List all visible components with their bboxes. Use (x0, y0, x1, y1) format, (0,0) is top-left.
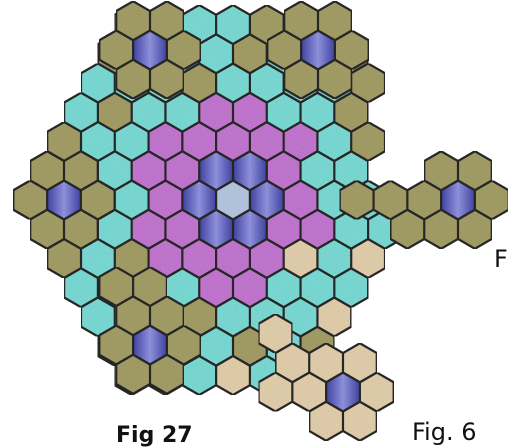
hex-tile-olive (458, 151, 492, 190)
hex-tile-olive (30, 210, 64, 249)
hex-tile-olive (150, 355, 184, 394)
hex-tile-olive (116, 60, 150, 99)
hex-tile-olive (318, 1, 352, 40)
hex-tile-olive (390, 210, 424, 249)
hex-tile-olive (351, 64, 385, 103)
hex-tile-olive (318, 60, 352, 99)
figure-27-label: Fig 27 (116, 423, 193, 448)
hex-tile-olive (116, 355, 150, 394)
hex-tile-sand (343, 343, 377, 382)
hex-tile-olive (150, 60, 184, 99)
hex-tile-sand (216, 356, 250, 395)
hex-tile-olive (150, 1, 184, 40)
hex-tile-olive (64, 151, 98, 190)
hex-tile-sand (309, 402, 343, 441)
hex-tile-olive (284, 60, 318, 99)
partial-figure-label: F (494, 245, 508, 273)
hex-tile-sand (259, 314, 293, 353)
hex-tile-cyan (216, 5, 250, 44)
hex-tile-sand (259, 373, 293, 412)
hex-tile-sand (343, 402, 377, 441)
hex-tile-olive (340, 181, 374, 220)
hex-tile-olive (64, 210, 98, 249)
hex-tile-olive (99, 267, 133, 306)
hex-tile-olive (133, 267, 167, 306)
hex-tile-olive (458, 210, 492, 249)
figure-6-label: Fig. 6 (412, 418, 477, 446)
hex-tile-olive (424, 210, 458, 249)
